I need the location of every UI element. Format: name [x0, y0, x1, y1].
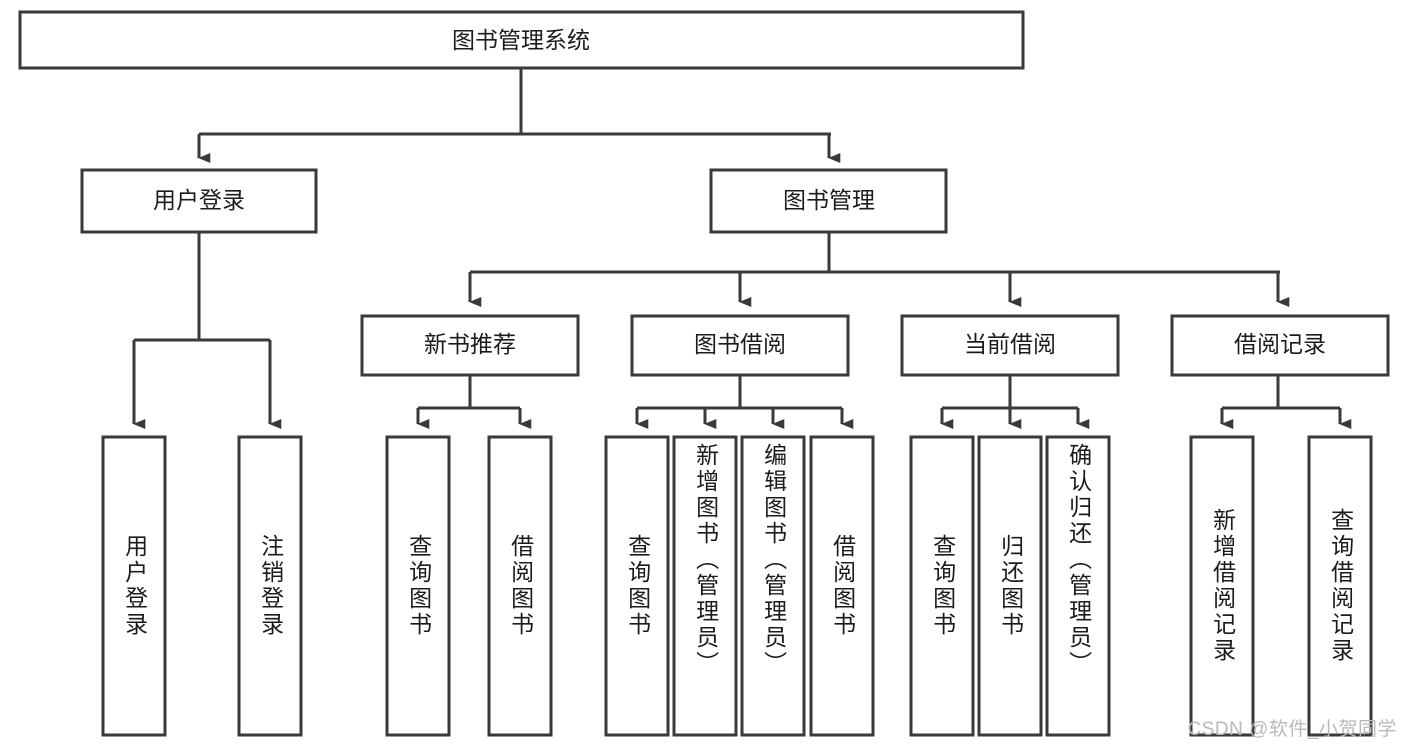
leaf-box-borrow-book-newbook[interactable] — [487, 435, 553, 737]
node-book-management-box[interactable] — [709, 168, 948, 234]
leaf-box-return-book[interactable] — [977, 435, 1043, 737]
node-borrow-record-label: 借阅记录 — [1234, 331, 1326, 357]
edges-borrowrecord-to-leaves — [1220, 375, 1352, 429]
node-current-borrow-box[interactable] — [900, 314, 1120, 377]
edges-bookmanage-to-level3 — [468, 232, 1290, 307]
node-new-book-recommend-box[interactable] — [360, 314, 580, 377]
node-root-label: 图书管理系统 — [452, 27, 590, 53]
leaf-box-add-borrow-record[interactable] — [1189, 435, 1255, 737]
leaf-box-user-login[interactable] — [101, 435, 167, 737]
watermark-text: CSDN @软件_小贺同学 — [1187, 719, 1397, 740]
leaf-box-add-book-admin[interactable] — [672, 435, 738, 737]
edges-root-to-level2 — [197, 68, 841, 163]
leaf-box-edit-book-admin[interactable] — [740, 435, 806, 737]
edges-currentborrow-to-leaves — [940, 375, 1090, 429]
node-book-management[interactable]: 图书管理 — [709, 168, 948, 234]
node-current-borrow-label: 当前借阅 — [964, 331, 1056, 357]
leaf-box-borrow-book[interactable] — [809, 435, 875, 737]
leaf-box-query-book-newbook[interactable] — [385, 435, 451, 737]
leaf-box-query-borrow-record[interactable] — [1307, 435, 1373, 737]
node-new-book-recommend[interactable]: 新书推荐 — [360, 314, 580, 377]
leaf-box-query-book-borrow[interactable] — [604, 435, 670, 737]
node-new-book-recommend-label: 新书推荐 — [424, 331, 516, 357]
node-root-box[interactable] — [18, 10, 1025, 70]
node-borrow-record-box[interactable] — [1170, 314, 1390, 377]
node-book-borrow[interactable]: 图书借阅 — [630, 314, 850, 377]
leaf-box-logout[interactable] — [237, 435, 303, 737]
node-borrow-record[interactable]: 借阅记录 — [1170, 314, 1390, 377]
node-current-borrow[interactable]: 当前借阅 — [900, 314, 1120, 377]
node-root-book-management-system[interactable]: 图书管理系统 — [18, 10, 1025, 70]
edges-userlogin-to-leaves — [132, 232, 282, 429]
node-book-management-label: 图书管理 — [783, 187, 875, 213]
leaf-box-confirm-return-admin[interactable] — [1045, 435, 1111, 737]
leaf-boxes — [101, 435, 1373, 737]
node-user-login-box[interactable] — [80, 168, 318, 234]
node-book-borrow-box[interactable] — [630, 314, 850, 377]
leaf-box-query-book-current[interactable] — [909, 435, 975, 737]
edges-newbook-to-leaves — [416, 375, 532, 429]
node-book-borrow-label: 图书借阅 — [694, 331, 786, 357]
node-user-login-label: 用户登录 — [153, 187, 245, 213]
edges-bookborrow-to-leaves — [635, 375, 854, 429]
node-user-login[interactable]: 用户登录 — [80, 168, 318, 234]
